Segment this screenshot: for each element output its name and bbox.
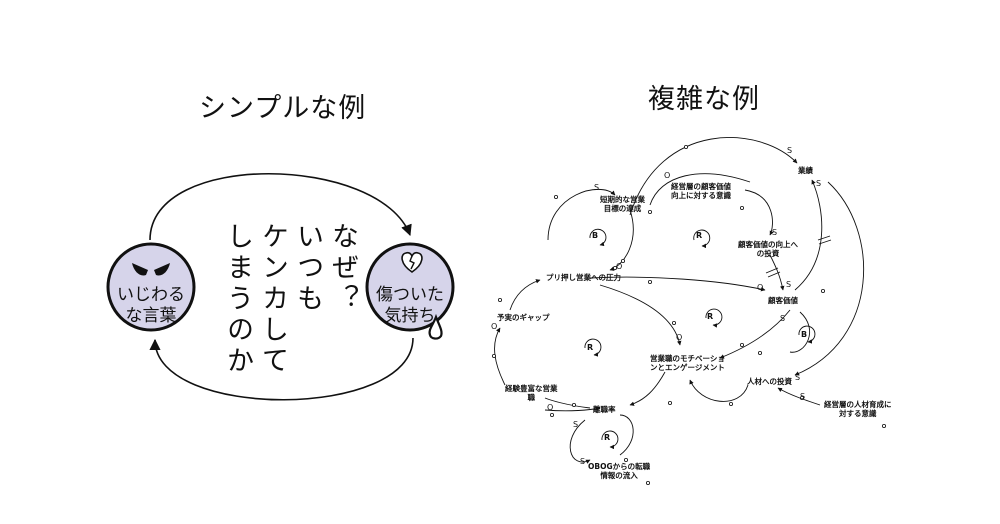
- node-mgmt-customer: 経営層の顧客価値 向上に対する意識: [671, 182, 731, 200]
- angry-eyes-icon: [132, 263, 170, 276]
- simple-arrow-top: [149, 173, 412, 241]
- node-performance: 業績: [798, 166, 813, 175]
- link-invest-cv: [769, 254, 785, 291]
- loop-label-b: B: [801, 330, 808, 339]
- question-col-1: なぜ？: [327, 222, 358, 315]
- node-turnover: 離職率: [593, 405, 616, 414]
- link-push-cv: [589, 276, 766, 292]
- loop-r1-arc: [693, 229, 711, 249]
- link-cv-perf: [794, 179, 823, 291]
- delay-mark-1: [765, 267, 781, 278]
- broken-heart-icon: [401, 251, 423, 273]
- question-col-4: しまうのか: [222, 222, 253, 377]
- polarity-s: S: [594, 183, 600, 192]
- link-perf-hr: [794, 181, 864, 376]
- node-customer-value: 顧客価値: [768, 296, 798, 305]
- link-perf-mgmt: [649, 173, 751, 206]
- link-exp-turnover: [544, 406, 601, 412]
- link-hr-motivation: [689, 379, 749, 402]
- loop-b1-arc: [589, 228, 607, 247]
- simple-example-title: シンプルな例: [199, 93, 367, 124]
- link-push-motivation: [599, 284, 682, 346]
- polarity-s: S: [573, 420, 579, 429]
- simple-arrow-bottom: [149, 337, 414, 401]
- node-short-goal: 短期的な営業 目標の達成: [600, 195, 645, 213]
- node-hr-invest: 人材への投資: [747, 377, 792, 386]
- link-mgmt-invest: [744, 189, 774, 236]
- polarity-s: S: [580, 457, 586, 466]
- loop-r3-arc: [584, 338, 602, 357]
- question-col-3: ケンカして: [257, 222, 288, 377]
- polarity-s: S: [800, 392, 806, 401]
- loop-r4-arc: [601, 430, 619, 450]
- polarity-o: O: [676, 333, 683, 342]
- polarity-s: S: [816, 179, 822, 188]
- polarity-s: S: [786, 280, 792, 289]
- delay-mark-2: [817, 235, 832, 245]
- node-experienced: 経験豊富な営業 職: [505, 384, 558, 402]
- link-cv-motivation: [719, 309, 791, 359]
- link-turnover-exp: [544, 397, 591, 409]
- loop-r2-arc: [705, 308, 723, 328]
- link-obog-turnover: [619, 414, 634, 456]
- node-obog: OBOGからの転職 情報の流入: [588, 462, 651, 480]
- loop-label-r: R: [696, 231, 703, 240]
- link-gap-push: [509, 279, 541, 311]
- node-push-sales: プリ押し営業への圧力: [546, 273, 621, 282]
- link-turnover-obog: [569, 419, 591, 464]
- teardrop-icon: [428, 313, 443, 340]
- right-node-circle: [365, 242, 455, 332]
- node-mgmt-hr: 経営層の人材育成に 対する意識: [824, 400, 892, 418]
- link-push-shortgoal: [547, 188, 616, 241]
- polarity-s: S: [795, 373, 801, 382]
- polarity-s: S: [780, 314, 786, 323]
- node-motivation: 営業職のモチベーショ ンとエンゲージメント: [650, 354, 725, 372]
- left-node-label: いじわる な言葉: [117, 285, 185, 326]
- loop-label-b: B: [592, 231, 599, 240]
- polarity-o: O: [547, 403, 554, 412]
- loop-label-r: R: [587, 343, 594, 352]
- link-mgmthr-hr: [777, 387, 821, 406]
- polarity-o: O: [664, 171, 671, 180]
- loop-label-r: R: [707, 312, 714, 321]
- polarity-o: O: [616, 262, 623, 271]
- loop-b2-arc: [798, 325, 816, 344]
- polarity-o: O: [491, 322, 498, 331]
- node-customer-value-invest: 顧客価値の向上へ の投資: [738, 240, 798, 258]
- loop-label-r: R: [604, 433, 611, 442]
- polarity-s: S: [772, 228, 778, 237]
- complex-example-title: 複雑な例: [648, 84, 760, 115]
- polarity-o: O: [757, 283, 764, 292]
- link-motivation-turnover: [629, 371, 666, 406]
- link-exp-gap: [494, 327, 506, 386]
- question-col-2: いつも: [292, 222, 323, 315]
- right-node-label: 傷ついた 気持ち: [376, 285, 444, 326]
- polarity-s: S: [787, 146, 793, 155]
- left-node-circle: [106, 242, 196, 332]
- link-push-performance: [629, 137, 798, 216]
- node-gap: 予実のギャップ: [497, 313, 550, 322]
